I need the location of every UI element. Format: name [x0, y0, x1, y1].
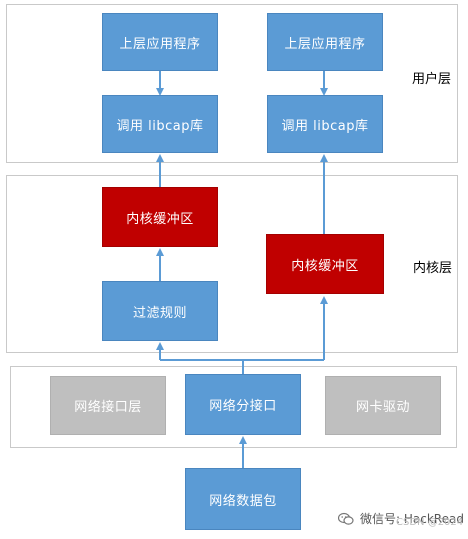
- watermark: 微信号: HackRead: [338, 510, 464, 527]
- net-interface-layer-node: 网络接口层: [50, 376, 166, 435]
- filter-rules-node: 过滤规则: [102, 281, 218, 341]
- network-packet-node: 网络数据包: [185, 468, 301, 530]
- kernel-layer-label: 内核层: [413, 261, 453, 276]
- kernel-layer-box: [6, 175, 458, 353]
- net-splitter-node: 网络分接口: [185, 374, 301, 435]
- nic-driver-node: 网卡驱动: [325, 376, 441, 435]
- wechat-icon: [338, 512, 354, 525]
- user-layer-label: 用户层: [412, 72, 452, 87]
- libcap-left-node: 调用 libcap库: [102, 95, 218, 153]
- watermark-text: 微信号: HackRead: [360, 512, 464, 526]
- kernel-buffer-right-node: 内核缓冲区: [266, 234, 384, 294]
- kernel-buffer-left-node: 内核缓冲区: [102, 187, 218, 247]
- watermark-overlay-text: CSDN @2024: [396, 517, 464, 528]
- app-right-node: 上层应用程序: [267, 13, 383, 71]
- libcap-right-node: 调用 libcap库: [267, 95, 383, 153]
- user-layer-box: [6, 4, 458, 163]
- app-left-node: 上层应用程序: [102, 13, 218, 71]
